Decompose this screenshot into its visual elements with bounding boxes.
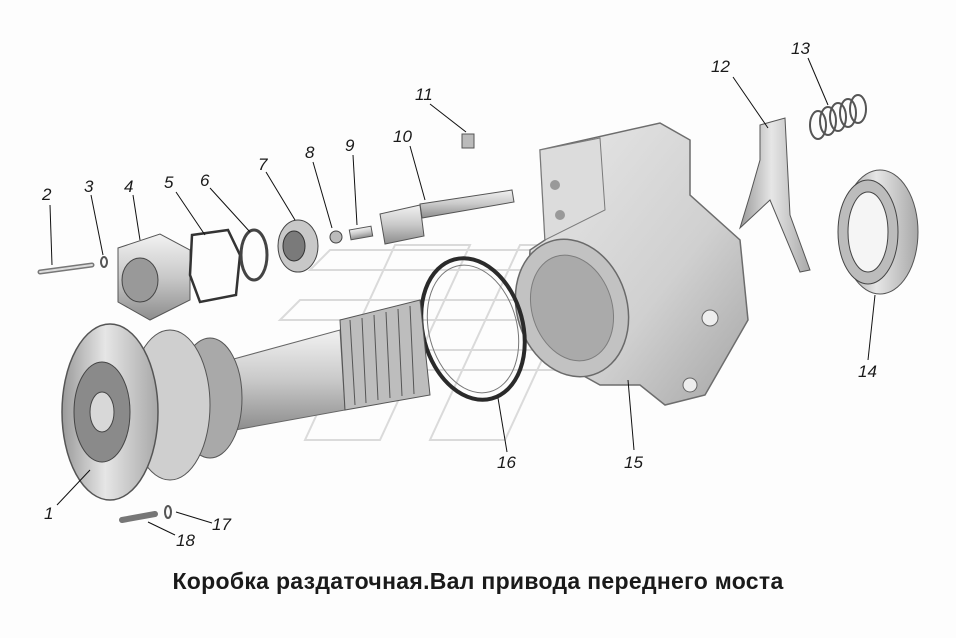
spring-washer (100, 256, 108, 268)
leader-lines (49, 57, 876, 536)
drive-shaft-assembly (61, 299, 431, 501)
clutch-sleeve (837, 169, 919, 295)
bearing-cover (117, 233, 191, 321)
shift-rod (379, 189, 515, 245)
spacer (348, 225, 374, 241)
callout-9: 9 (345, 136, 355, 155)
callout-2: 2 (41, 185, 52, 204)
callout-labels: 1 2 3 4 5 6 7 8 9 10 11 12 13 14 15 16 1… (41, 39, 877, 550)
callout-1: 1 (44, 504, 53, 523)
shift-fork (738, 117, 811, 273)
bearing (277, 219, 319, 273)
callout-11: 11 (415, 85, 433, 104)
callout-6: 6 (200, 171, 210, 190)
bolt (37, 262, 95, 275)
callout-12: 12 (711, 57, 730, 76)
callout-5: 5 (164, 173, 174, 192)
callout-10: 10 (393, 127, 412, 146)
callout-13: 13 (791, 39, 810, 58)
callout-3: 3 (84, 177, 94, 196)
callout-15: 15 (624, 453, 643, 472)
diagram-caption: Коробка раздаточная.Вал привода переднег… (172, 568, 784, 594)
plug (461, 133, 475, 149)
seal-ring (239, 228, 269, 282)
transfer-case-housing (514, 122, 749, 406)
callout-16: 16 (497, 453, 516, 472)
callout-18: 18 (176, 531, 195, 550)
callout-8: 8 (305, 143, 315, 162)
cover-gasket (188, 228, 242, 304)
small-bolt (119, 511, 158, 523)
callout-14: 14 (858, 362, 877, 381)
washer (164, 505, 172, 519)
callout-4: 4 (124, 177, 133, 196)
spring (809, 94, 867, 140)
callout-17: 17 (212, 515, 231, 534)
callout-7: 7 (258, 155, 268, 174)
ball (329, 230, 343, 244)
